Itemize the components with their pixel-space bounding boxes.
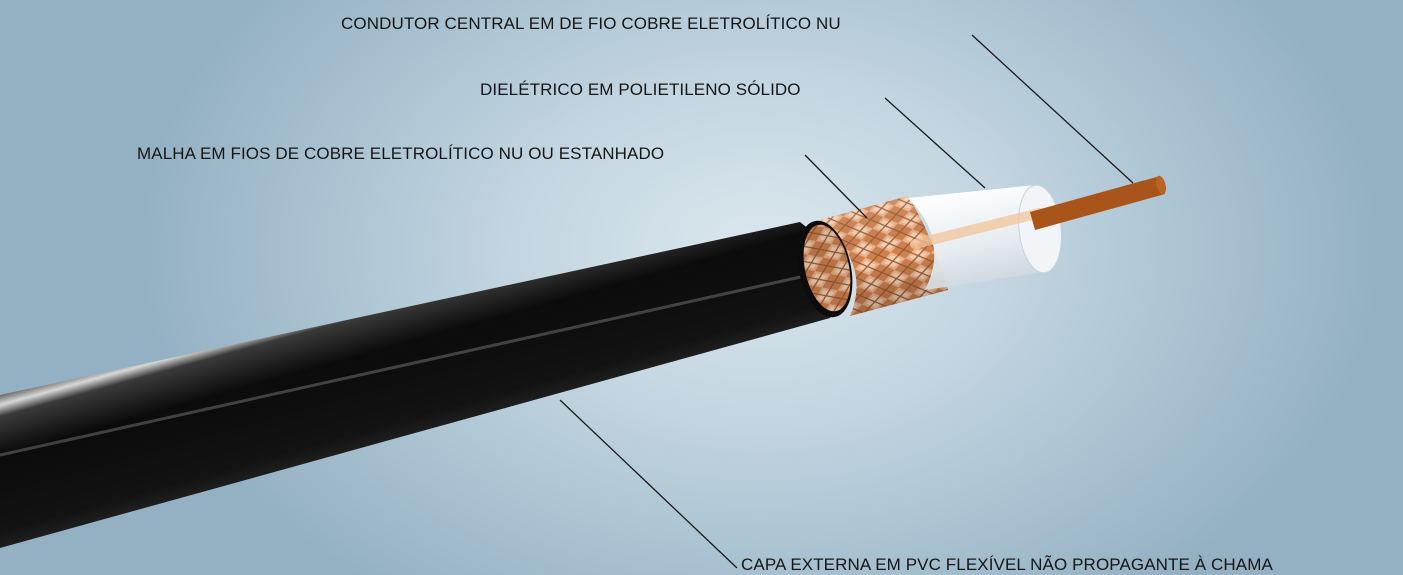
label-braid-shield: MALHA EM FIOS DE COBRE ELETROLÍTICO NU O… [137,144,665,163]
leader-line-conductor [971,34,1134,184]
leader-line-shield [804,154,868,219]
center-conductor [1030,176,1165,230]
label-central-conductor: CONDUTOR CENTRAL EM DE FIO COBRE ELETROL… [341,14,841,33]
dielectric-body [908,185,1052,290]
jacket-highlight [0,274,806,457]
label-dielectric: DIELÉTRICO EM POLIETILENO SÓLIDO [480,80,801,99]
braid-end-face [803,224,851,312]
leader-line-jacket [559,399,738,569]
label-outer-jacket: CAPA EXTERNA EM PVC FLEXÍVEL NÃO PROPAGA… [741,555,1273,574]
leader-line-dielectric [884,97,986,189]
dielectric-core-channel [910,208,1045,249]
conductor-tip [1156,175,1166,195]
jacket-body [0,222,836,548]
